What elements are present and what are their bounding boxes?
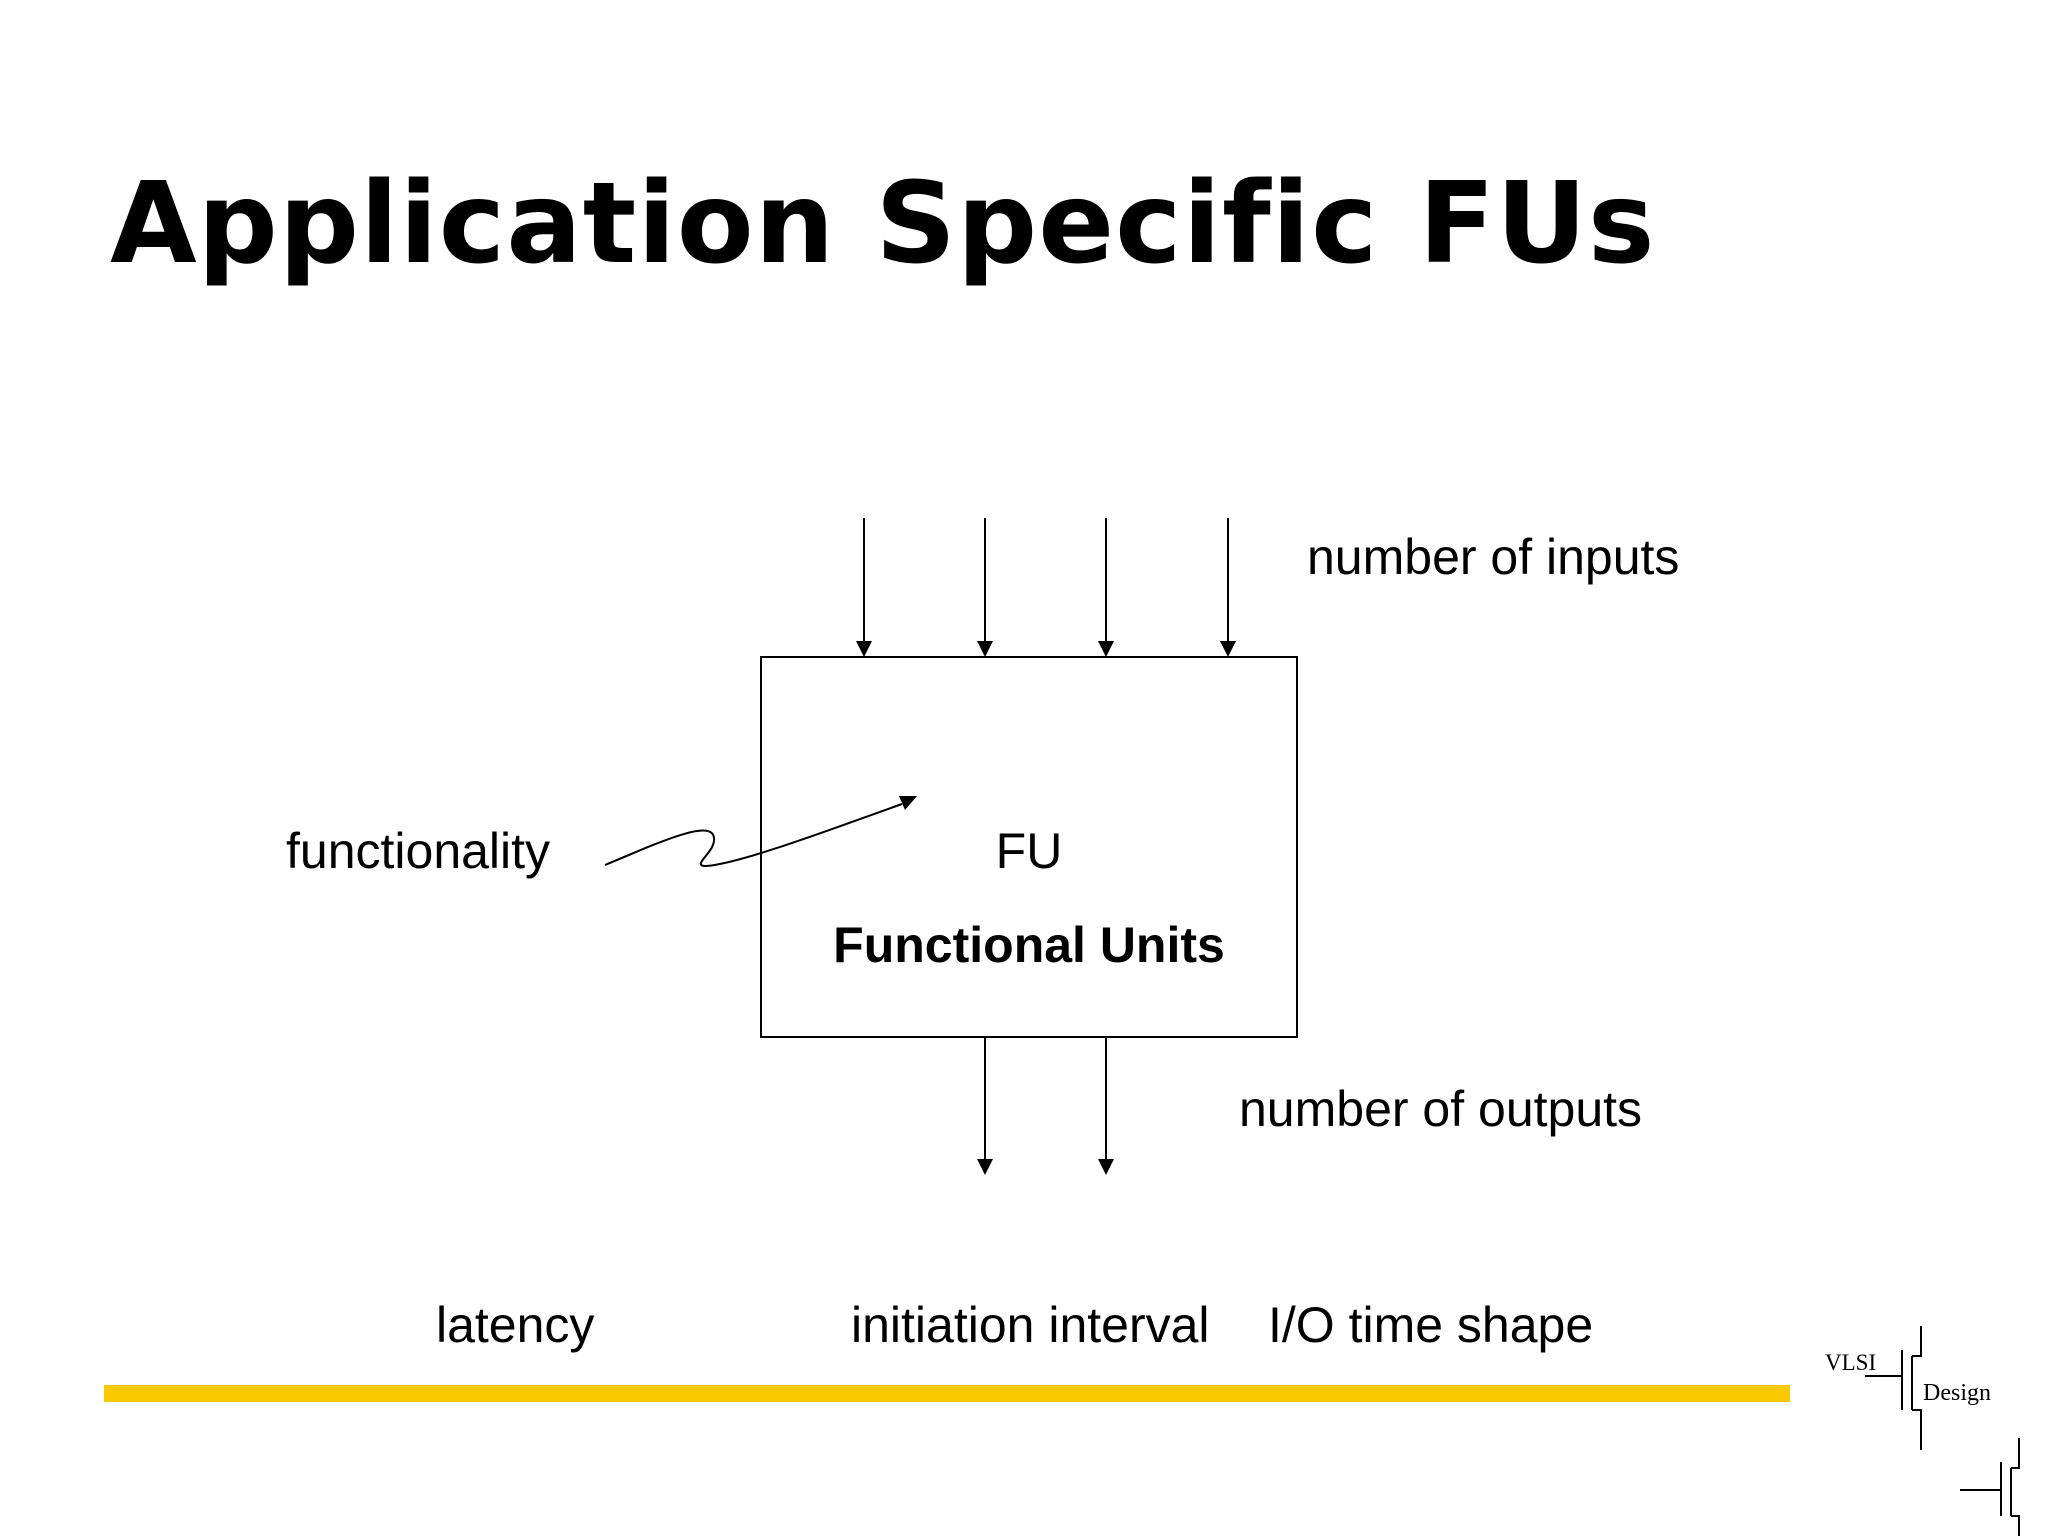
- inputs-label: number of inputs: [1307, 529, 1679, 585]
- output-arrows: [977, 1037, 1114, 1175]
- initiation-interval-label: initiation interval: [851, 1297, 1210, 1353]
- output-arrowhead: [1098, 1159, 1114, 1175]
- io-time-shape-label: I/O time shape: [1268, 1297, 1593, 1353]
- vlsi-design-logo: VLSI Design: [1825, 1326, 2020, 1536]
- fu-box: [760, 656, 1298, 1038]
- functionality-arrow: [604, 796, 917, 868]
- input-arrowhead: [977, 641, 993, 657]
- outputs-label: number of outputs: [1239, 1081, 1642, 1137]
- latency-label: latency: [436, 1297, 594, 1353]
- accent-bar: [104, 1385, 1790, 1402]
- slide-title: Application Specific FUs: [110, 159, 1656, 289]
- input-arrowhead: [856, 641, 872, 657]
- logo-design-text: Design: [1923, 1380, 1991, 1406]
- output-arrowhead: [977, 1159, 993, 1175]
- fu-box-sublabel: Functional Units: [833, 917, 1225, 973]
- input-arrows: [856, 518, 1236, 657]
- input-arrowhead: [1220, 641, 1236, 657]
- fu-box-label: FU: [996, 823, 1063, 879]
- input-arrowhead: [1098, 641, 1114, 657]
- logo-vlsi-text: VLSI: [1825, 1350, 1876, 1375]
- functionality-label: functionality: [286, 823, 550, 879]
